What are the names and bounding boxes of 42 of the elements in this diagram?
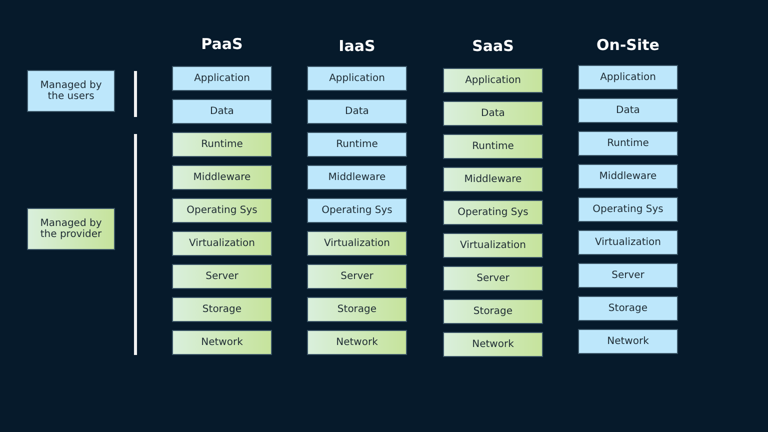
layer-box: Operating Sys xyxy=(578,197,678,222)
layer-box: Virtualization xyxy=(172,231,272,256)
layer-box: Server xyxy=(307,264,407,289)
layer-box: Server xyxy=(172,264,272,289)
layer-box: Operating Sys xyxy=(172,198,272,223)
layer-box: Network xyxy=(307,330,407,355)
layer-box: Storage xyxy=(172,297,272,322)
layer-box: Middleware xyxy=(578,164,678,189)
layer-box: Server xyxy=(578,263,678,288)
layer-box: Application xyxy=(307,66,407,91)
layer-box: Application xyxy=(578,65,678,90)
layer-box: Runtime xyxy=(578,131,678,156)
layer-box: Storage xyxy=(443,299,543,324)
column-heading: SaaS xyxy=(471,37,515,55)
layer-box: Virtualization xyxy=(578,230,678,255)
layer-box: Data xyxy=(172,99,272,124)
layer-box: Storage xyxy=(307,297,407,322)
layer-box: Network xyxy=(443,332,543,357)
layer-box: Virtualization xyxy=(443,233,543,258)
legend-label: Managed by the provider xyxy=(39,218,103,240)
layer-box: Middleware xyxy=(307,165,407,190)
layer-box: Runtime xyxy=(172,132,272,157)
layer-box: Runtime xyxy=(443,134,543,159)
layer-box: Application xyxy=(443,68,543,93)
layer-box: Network xyxy=(578,329,678,354)
legend-label: Managed by the users xyxy=(39,80,103,102)
column-heading: PaaS xyxy=(200,35,244,53)
column-heading: On-Site xyxy=(596,36,660,54)
layer-box: Application xyxy=(172,66,272,91)
column-heading: IaaS xyxy=(338,37,376,55)
layer-box: Server xyxy=(443,266,543,291)
layer-box: Operating Sys xyxy=(443,200,543,225)
layer-box: Operating Sys xyxy=(307,198,407,223)
layer-box: Middleware xyxy=(172,165,272,190)
layer-box: Data xyxy=(578,98,678,123)
layer-box: Virtualization xyxy=(307,231,407,256)
layer-box: Data xyxy=(443,101,543,126)
layer-box: Runtime xyxy=(307,132,407,157)
layer-box: Middleware xyxy=(443,167,543,192)
layer-box: Network xyxy=(172,330,272,355)
layer-box: Data xyxy=(307,99,407,124)
layer-box: Storage xyxy=(578,296,678,321)
